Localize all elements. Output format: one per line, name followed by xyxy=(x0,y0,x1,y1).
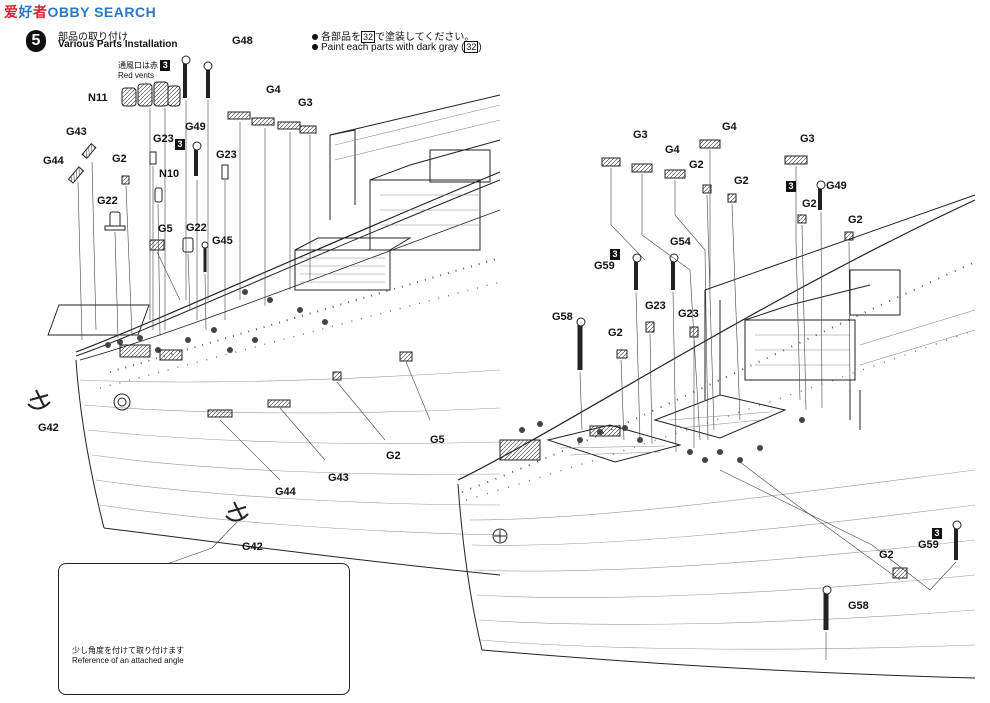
label-g45: G45 xyxy=(212,235,233,247)
label-g2-b: G2 xyxy=(386,450,401,462)
label-g49-right: 3 G49 xyxy=(786,180,847,192)
label-g48: G48 xyxy=(232,35,253,47)
label-g44-top: G44 xyxy=(43,155,64,167)
color-code-badge: 3 xyxy=(610,249,620,260)
color-code-badge: 3 xyxy=(175,139,185,150)
label-g2-f-right: G2 xyxy=(879,549,894,561)
label-g58-b-right: G58 xyxy=(848,600,869,612)
color-code-badge: 3 xyxy=(786,181,796,192)
label-n11: N11 xyxy=(88,92,108,104)
step-title-jp: 部品の取り付け xyxy=(58,32,128,43)
bullet-icon xyxy=(312,44,318,51)
step-title-en: Various Parts Installation xyxy=(58,39,178,50)
label-g23-b-right: G23 xyxy=(678,308,699,320)
label-g2-b-right: G2 xyxy=(734,175,749,187)
left-parts xyxy=(27,55,413,522)
label-g4-a-right: G4 xyxy=(722,121,737,133)
color-code-badge: 3 xyxy=(160,60,171,71)
label-g3-b-right: G3 xyxy=(800,133,815,145)
inset-caption-jp: 少し角度を付けて取り付けます xyxy=(72,646,184,655)
watermark-char-2: 好 xyxy=(18,4,33,20)
label-g23-a: G23 xyxy=(153,133,174,145)
right-parts xyxy=(576,139,962,630)
watermark-char-1: 爱 xyxy=(4,4,19,20)
paint-note-jp-pre: 各部品を xyxy=(321,32,361,43)
watermark-char-3: 者 xyxy=(33,4,48,20)
label-g43-top: G43 xyxy=(66,126,87,138)
right-leader-lines xyxy=(579,150,957,660)
watermark-text: OBBY SEARCH xyxy=(47,4,157,20)
label-g2-e-right: G2 xyxy=(608,327,623,339)
label-g5-b: G5 xyxy=(430,434,445,446)
label-g4: G4 xyxy=(266,84,281,96)
step-number-badge: 5 xyxy=(26,30,46,52)
label-g54-right: G54 xyxy=(670,236,691,248)
left-leader-lines xyxy=(77,100,431,571)
label-g3-a-right: G3 xyxy=(633,129,648,141)
paint-note-en-pre: Paint each parts with dark gray ( xyxy=(321,42,465,53)
label-g4-b-right: G4 xyxy=(665,144,680,156)
label-g43-bottom: G43 xyxy=(328,472,349,484)
label-g22-a: G22 xyxy=(97,195,118,207)
color-code-badge: 3 xyxy=(932,528,942,539)
paint-note-en-post: ) xyxy=(478,42,482,53)
label-g22-b: G22 xyxy=(186,222,207,234)
label-g42-bottom: G42 xyxy=(242,541,263,553)
label-g5-a: G5 xyxy=(158,223,173,235)
label-g58-a-right: G58 xyxy=(552,311,573,323)
vent-note-jp: 通風口は赤 xyxy=(118,61,158,70)
vent-note: 通風口は赤 3 Red vents xyxy=(118,60,174,80)
label-n10: N10 xyxy=(159,168,180,180)
label-g23-b: G23 xyxy=(216,149,237,161)
label-g23-a-right: G23 xyxy=(645,300,666,312)
label-g59-b-right-text: G59 xyxy=(918,539,939,551)
detail-inset-box xyxy=(58,563,350,695)
label-g2-c-right: G2 xyxy=(802,198,817,210)
paint-note-en: Paint each parts with dark gray (32) xyxy=(312,41,482,53)
left-ship-bow xyxy=(47,94,501,576)
paint-code-badge: 32 xyxy=(361,31,376,43)
label-g2-a: G2 xyxy=(112,153,127,165)
bullet-icon xyxy=(312,34,318,41)
label-g49-text: G49 xyxy=(185,121,206,133)
label-g59-a-right-text: G59 xyxy=(594,260,615,272)
label-g49-right-text: G49 xyxy=(826,180,847,192)
label-g2-a-right: G2 xyxy=(689,159,704,171)
watermark: 爱好者OBBY SEARCH xyxy=(4,2,156,22)
inset-caption-en: Reference of an attached angle xyxy=(72,656,184,665)
right-ship-bow xyxy=(457,194,976,679)
label-g42-left: G42 xyxy=(38,422,59,434)
label-g44-bottom: G44 xyxy=(275,486,296,498)
label-g2-d-right: G2 xyxy=(848,214,863,226)
paint-note-jp-post: で塗装してください。 xyxy=(375,32,475,43)
label-g3: G3 xyxy=(298,97,313,109)
paint-code-badge: 32 xyxy=(464,41,479,53)
vent-note-en: Red vents xyxy=(118,71,155,80)
